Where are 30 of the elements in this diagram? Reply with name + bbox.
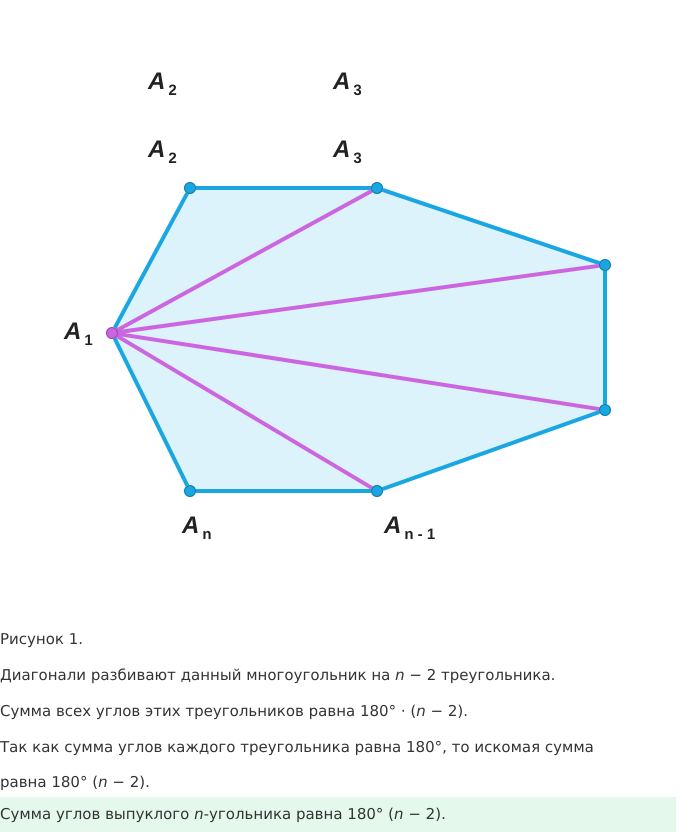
- diagonal-line: [116, 189, 373, 332]
- polygon-side: [382, 410, 600, 491]
- explanation-text: Сумма всех углов этих треугольников равна 180° · (n − 2).: [0, 701, 470, 722]
- diagonal-line: [118, 264, 600, 334]
- vertex-point: [371, 485, 383, 497]
- vertex-point: [184, 182, 196, 194]
- vertex-point: [106, 327, 118, 339]
- polygon-side: [112, 338, 190, 486]
- polygon-side: [603, 271, 607, 404]
- highlighted-conclusion: Сумма углов выпуклого n-угольника равна 180° (n − 2).: [0, 797, 676, 832]
- vertex-point: [184, 485, 196, 497]
- vertex-point: [371, 182, 383, 194]
- vertex-label: A$_{3}$: [333, 136, 362, 167]
- vertex-label: A$_{n}$: [182, 512, 212, 543]
- vertex-point: [599, 404, 611, 416]
- polygon-side: [113, 192, 189, 329]
- vertex-label: A$_{2}$: [148, 68, 177, 99]
- polygon-side: [196, 186, 371, 190]
- vertex-label: A$_{3}$: [333, 68, 362, 99]
- vertex-label: A$_{1}$: [64, 318, 93, 349]
- diagonal-line: [116, 334, 373, 490]
- diagonal-line: [118, 332, 600, 412]
- vertex-label: A$_{2}$: [148, 136, 177, 167]
- polygon-side: [196, 489, 371, 493]
- explanation-text: Диагонали разбивают данный многоугольник на n − 2 треугольника.: [0, 665, 556, 686]
- figure-caption: Рисунок 1.: [0, 630, 84, 648]
- vertex-point: [599, 259, 611, 271]
- polygon-side: [382, 188, 600, 265]
- vertex-label: A$_{n - 1}$: [384, 512, 436, 543]
- explanation-text: Так как сумма углов каждого треугольника равна 180°, то искомая сумма равна 180° (n − 2).: [0, 737, 595, 793]
